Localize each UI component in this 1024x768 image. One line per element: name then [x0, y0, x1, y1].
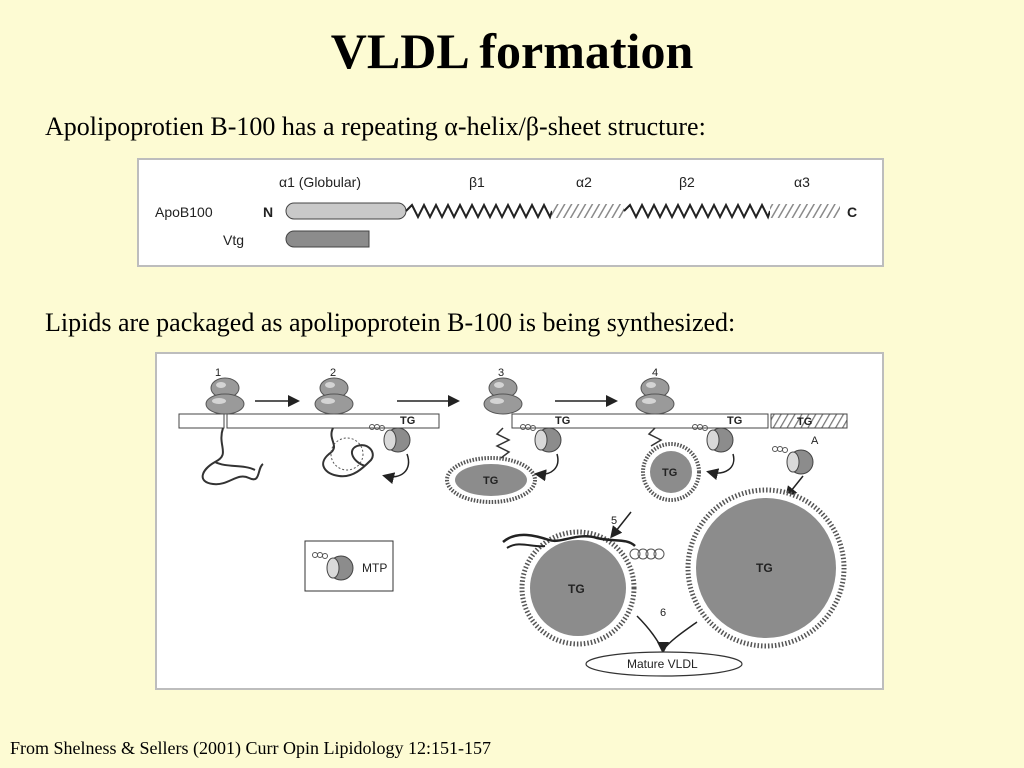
tg-label-step-3: TG: [483, 475, 498, 487]
mtp-step-a: [770, 443, 814, 475]
mature-vldl-ellipse: [585, 651, 743, 677]
ribosome-2: [314, 377, 354, 415]
vldl-assembly-figure: 1 2 3 4 5 6 TG TG TG: [155, 352, 884, 690]
step-3-label: 3: [498, 367, 504, 379]
nascent-chain-2: [322, 427, 374, 478]
lipid-droplet-step-4: [641, 442, 701, 502]
vtg-domain: [285, 230, 370, 248]
beta2-sheet: [623, 202, 771, 220]
step-4-label: 4: [652, 367, 658, 379]
citation: From Shelness & Sellers (2001) Curr Opin…: [10, 738, 491, 758]
arrow-step-5: [610, 511, 632, 539]
domain-label-alpha1: α1 (Globular): [279, 174, 361, 190]
step-1-label: 1: [215, 367, 221, 379]
domain-label-alpha2: α2: [576, 174, 592, 190]
ribosome-4: [635, 377, 675, 415]
alpha3-helix-domain: [770, 204, 840, 218]
tg-label-precursor: TG: [568, 582, 585, 596]
tg-label-large: TG: [756, 561, 773, 575]
alpha2-helix-domain: [552, 204, 624, 218]
vldl-precursor-particle: [502, 529, 637, 647]
er-membrane-3: [511, 413, 769, 429]
helix-sheet-caption: Apolipoprotien B-100 has a repeating α-h…: [45, 112, 706, 141]
mature-vldl-label: Mature VLDL: [627, 657, 698, 671]
domain-label-alpha3: α3: [794, 174, 810, 190]
step-2-label: 2: [330, 367, 336, 379]
arrow-step-6: [636, 615, 698, 651]
lipid-droplet-step-3: [445, 456, 537, 504]
tg-label-hatched: TG: [797, 416, 812, 428]
ribosome-3: [483, 377, 523, 415]
tg-label-step-4: TG: [662, 467, 677, 479]
row-label-apob100: ApoB100: [155, 204, 213, 220]
step-6-label: 6: [660, 607, 666, 619]
large-lipid-particle: [685, 487, 847, 649]
packaging-caption: Lipids are packaged as apolipoprotein B-…: [45, 308, 736, 337]
a-label: A: [811, 435, 819, 447]
mtp-coil: [629, 548, 665, 560]
beta1-sheet: [405, 202, 553, 220]
domain-label-beta2: β2: [679, 174, 695, 190]
mtp-legend-label: MTP: [362, 561, 387, 575]
alpha1-globular-domain: [285, 202, 407, 220]
c-terminus-label: C: [847, 204, 857, 220]
row-label-vtg: Vtg: [223, 232, 244, 248]
er-membrane-1: [178, 413, 225, 429]
ribosome-1: [205, 377, 245, 415]
tg-label-step-4b: TG: [727, 415, 742, 427]
domain-label-beta1: β1: [469, 174, 485, 190]
nascent-chain-1: [201, 427, 264, 486]
step-5-label: 5: [611, 515, 617, 527]
tg-label-step-2: TG: [400, 415, 415, 427]
n-terminus-label: N: [263, 204, 273, 220]
apob100-domain-figure: α1 (Globular) β1 α2 β2 α3 ApoB100 N Vtg …: [137, 158, 884, 267]
tg-label-step-3b: TG: [555, 415, 570, 427]
slide-title: VLDL formation: [330, 23, 694, 79]
er-membrane-hatched: [770, 413, 848, 429]
